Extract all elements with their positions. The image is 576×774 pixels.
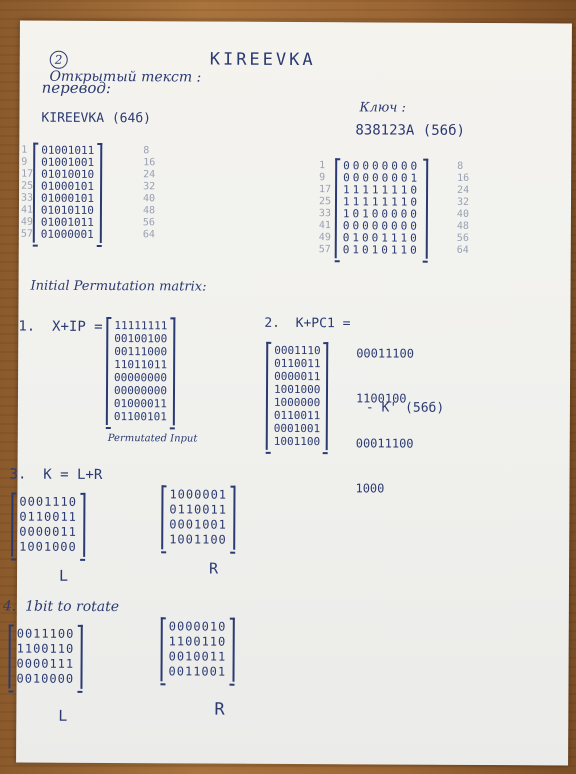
permutated-input-caption: Permutated Input [107,433,198,445]
matrix-row: 00100100 [114,332,168,346]
row-index: 56 [142,217,155,229]
step3-R-matrix: 1000001 0110011 0001001 1001100 [161,485,236,550]
step2-note: - K' (56б) [365,400,445,416]
matrix-row: 00111000 [114,345,168,359]
matrix-row: 00000000 [114,371,168,385]
row-index: 64 [456,244,469,256]
row-index: 24 [457,184,470,196]
bit-line: 00011100 [356,346,415,361]
matrix-row: 0010000 [16,671,75,686]
matrix-row: 0001110 [19,494,78,509]
key-label: Ключ : [359,100,406,116]
initial-permutation-heading: Initial Permutation matrix: [30,278,207,295]
matrix-row: 01010110 [342,243,420,257]
bit-line: 1000 [355,481,385,496]
matrix-row: 11111111 [114,319,168,333]
matrix-row: 0001110 [274,343,321,358]
matrix-row: 01000011 [113,397,167,411]
key-bit-matrix: 00000000 00000001 11111110 11111110 1010… [334,158,429,259]
matrix-row: 0110011 [169,502,228,517]
row-index: 49 [318,232,331,244]
row-index: 32 [456,196,470,208]
step1-label: 1. X+IP = [18,318,103,335]
step2-inline-bits: 00011100 1100100 00011100 1000 [355,316,414,526]
step4-L-label: L [58,706,68,725]
matrix-row: 00000000 [113,384,168,398]
key-pc1-matrix: 0001110 0110011 0000011 1001000 1000000 … [265,341,329,451]
plain-matrix-right-index: 8 16 24 32 40 48 56 64 [143,145,156,241]
row-index: 9 [319,172,326,184]
row-index: 1 [319,160,326,172]
plaintext-value: KIREEVKA [209,49,316,71]
row-index: 16 [457,172,470,184]
row-index: 24 [143,169,156,181]
matrix-row: 0110011 [274,356,321,371]
matrix-row: 0011100 [16,626,75,641]
handwritten-sheet: 2 Открытый текст : KIREEVKA перевод: KIR… [3,20,572,766]
row-index: 40 [456,208,470,220]
matrix-row: 0000011 [19,524,77,539]
step4-R-matrix: 0000010 1100110 0010011 0011001 [160,617,235,682]
plain-bits-label: KIREEVKA (64б) [41,110,152,127]
matrix-row: 0000011 [274,369,321,384]
row-index: 25 [318,196,332,208]
matrix-row: 1001000 [273,382,321,397]
step2-label: 2. K+PC1 = [264,315,351,332]
matrix-row: 0110011 [19,509,77,524]
step3-label: 3. K = L+R [9,466,103,483]
plaintext-bit-matrix: 01001011 01001001 01010010 01000101 0100… [32,142,103,243]
step3-L-matrix: 0001110 0110011 0000011 1001000 [11,492,86,557]
row-index: 41 [318,220,331,232]
row-index: 40 [142,193,156,205]
matrix-row: 0000010 [168,619,227,634]
matrix-row: 0011001 [168,664,227,679]
step4-L-matrix: 0011100 1100110 0000111 0010000 [8,624,83,689]
matrix-row: 1100110 [168,634,227,649]
key-value: 838123A (56б) [355,122,465,139]
row-index: 57 [318,244,331,256]
step4-R-label: R [214,699,225,720]
matrix-row: 0001001 [169,517,227,532]
step3-R-label: R [209,559,219,578]
key-matrix-right-index: 8 16 24 32 40 48 56 64 [457,161,470,257]
row-index: 8 [143,145,150,157]
row-index: 16 [143,157,156,169]
matrix-row: 1001000 [19,539,77,554]
matrix-row: 1000000 [273,395,321,410]
row-index: 48 [142,205,156,217]
matrix-row: 1001100 [273,434,321,449]
matrix-row: 11011011 [114,358,168,372]
matrix-row: 0001001 [273,421,321,436]
step-number-badge: 2 [49,50,68,69]
matrix-row: 1000001 [169,487,228,502]
row-index: 48 [456,220,469,232]
matrix-row: 1001100 [169,532,227,547]
row-index: 64 [142,229,155,241]
permutated-input-matrix: 11111111 00100100 00111000 11011011 0000… [105,317,176,426]
matrix-row: 1100110 [16,641,75,656]
matrix-row: 01000001 [40,227,94,241]
step4-label: 4. 1bit to rotate [2,598,120,616]
matrix-row: 01100101 [113,410,167,424]
row-index: 56 [456,232,469,244]
row-index: 33 [318,208,332,220]
matrix-row: 0110011 [273,408,321,423]
row-index: 32 [143,181,156,193]
translation-label: перевод: [41,78,111,98]
row-index: 8 [457,160,464,172]
matrix-row: 0010011 [168,649,227,664]
row-index: 17 [319,184,332,196]
matrix-row: 0000111 [16,656,75,671]
bit-line: 00011100 [355,436,414,451]
key-matrix-left-index: 1 9 17 25 33 41 49 57 [319,160,332,256]
step3-L-label: L [58,566,69,585]
